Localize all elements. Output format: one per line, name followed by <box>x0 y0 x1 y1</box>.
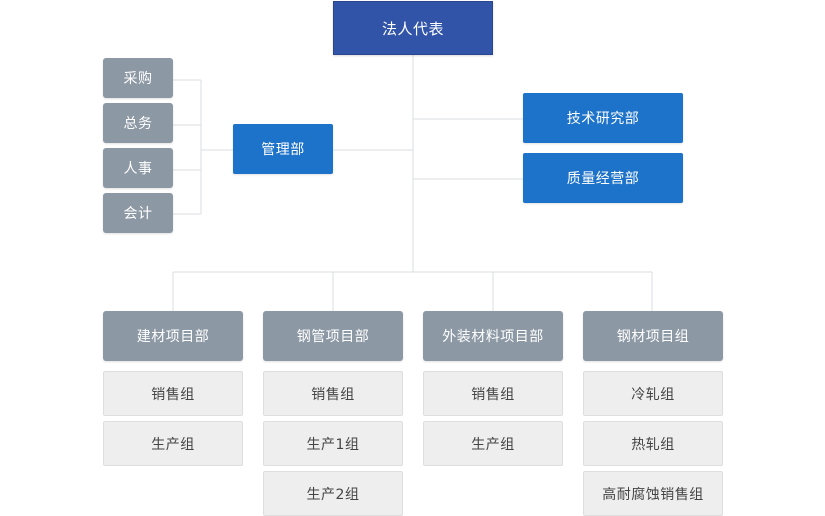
node-label: 销售组 <box>311 386 355 403</box>
node-label: 总务 <box>123 116 153 132</box>
node-group: 销售组 <box>423 371 563 416</box>
node-group: 生产组 <box>423 421 563 466</box>
node-group: 生产1组 <box>263 421 403 466</box>
node-label: 采购 <box>123 71 153 87</box>
node-management-child: 人事 <box>103 148 173 188</box>
node-quality-management: 质量经营部 <box>523 153 683 203</box>
node-group: 冷轧组 <box>583 371 723 416</box>
node-project: 外装材料项目部 <box>423 311 563 361</box>
node-group: 销售组 <box>263 371 403 416</box>
node-label: 会计 <box>123 206 153 222</box>
node-management-child: 采购 <box>103 58 173 98</box>
node-label: 生产组 <box>151 436 195 453</box>
node-label: 高耐腐蚀销售组 <box>602 486 704 503</box>
node-label: 生产2组 <box>306 486 360 503</box>
node-label: 管理部 <box>261 142 305 158</box>
node-legal-representative: 法人代表 <box>333 1 493 55</box>
node-label: 冷轧组 <box>631 386 675 403</box>
node-group: 生产组 <box>103 421 243 466</box>
node-label: 钢管项目部 <box>296 329 370 345</box>
node-management: 管理部 <box>233 124 333 174</box>
node-group: 热轧组 <box>583 421 723 466</box>
node-label: 钢材项目组 <box>616 329 690 345</box>
node-label: 热轧组 <box>631 436 675 453</box>
node-label: 销售组 <box>471 386 515 403</box>
node-label: 人事 <box>123 161 153 177</box>
node-management-child: 会计 <box>103 193 173 233</box>
node-label: 生产1组 <box>306 436 360 453</box>
node-label: 建材项目部 <box>136 329 210 345</box>
node-label: 生产组 <box>471 436 515 453</box>
node-group: 销售组 <box>103 371 243 416</box>
node-label: 技术研究部 <box>566 111 640 127</box>
node-label: 销售组 <box>151 386 195 403</box>
node-project: 建材项目部 <box>103 311 243 361</box>
node-group: 生产2组 <box>263 471 403 516</box>
node-group: 高耐腐蚀销售组 <box>583 471 723 516</box>
node-management-child: 总务 <box>103 103 173 143</box>
node-project: 钢管项目部 <box>263 311 403 361</box>
node-project: 钢材项目组 <box>583 311 723 361</box>
node-tech-research: 技术研究部 <box>523 93 683 143</box>
node-label: 法人代表 <box>381 19 444 38</box>
node-label: 外装材料项目部 <box>442 329 544 345</box>
node-label: 质量经营部 <box>566 171 640 187</box>
